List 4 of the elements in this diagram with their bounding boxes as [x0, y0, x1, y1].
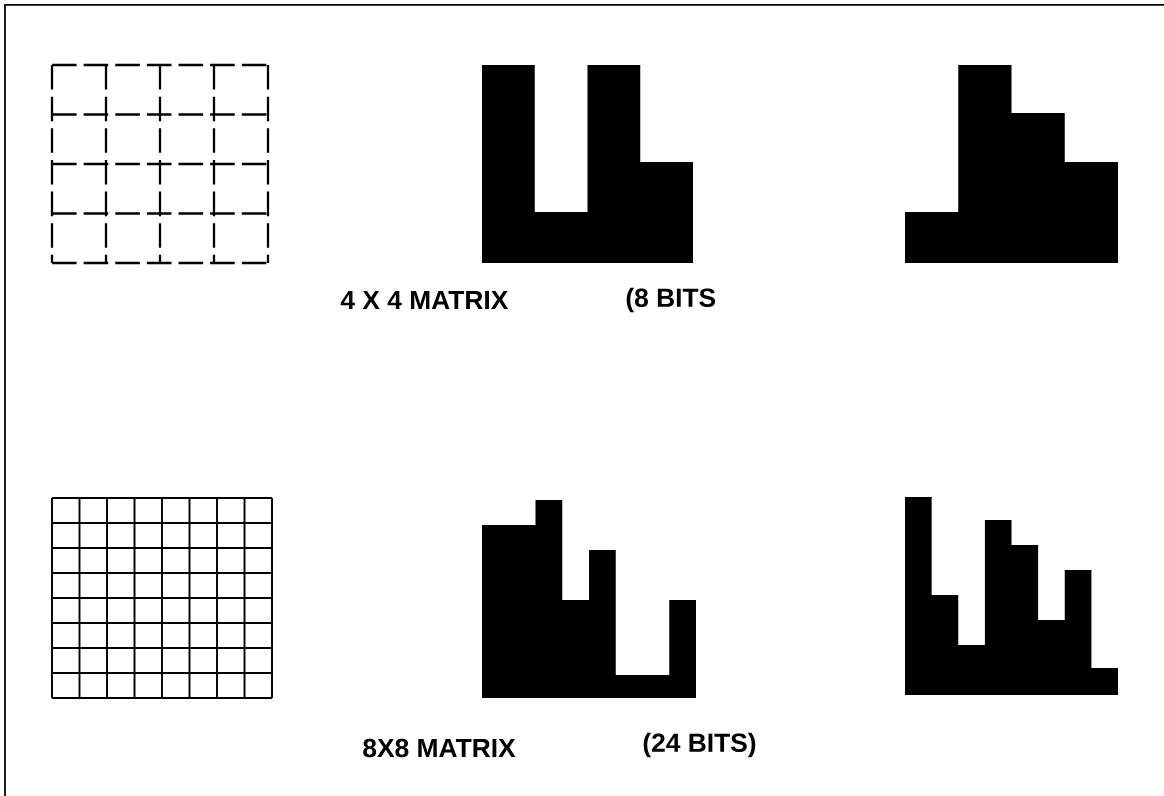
matrix-label: (8 BITS	[626, 287, 716, 313]
matrix-label: 4 X 4 MATRIX	[340, 290, 509, 310]
matrix-label: (24 BITS)	[643, 732, 756, 758]
matrix-label: 8X8 MATRIX	[363, 738, 516, 758]
